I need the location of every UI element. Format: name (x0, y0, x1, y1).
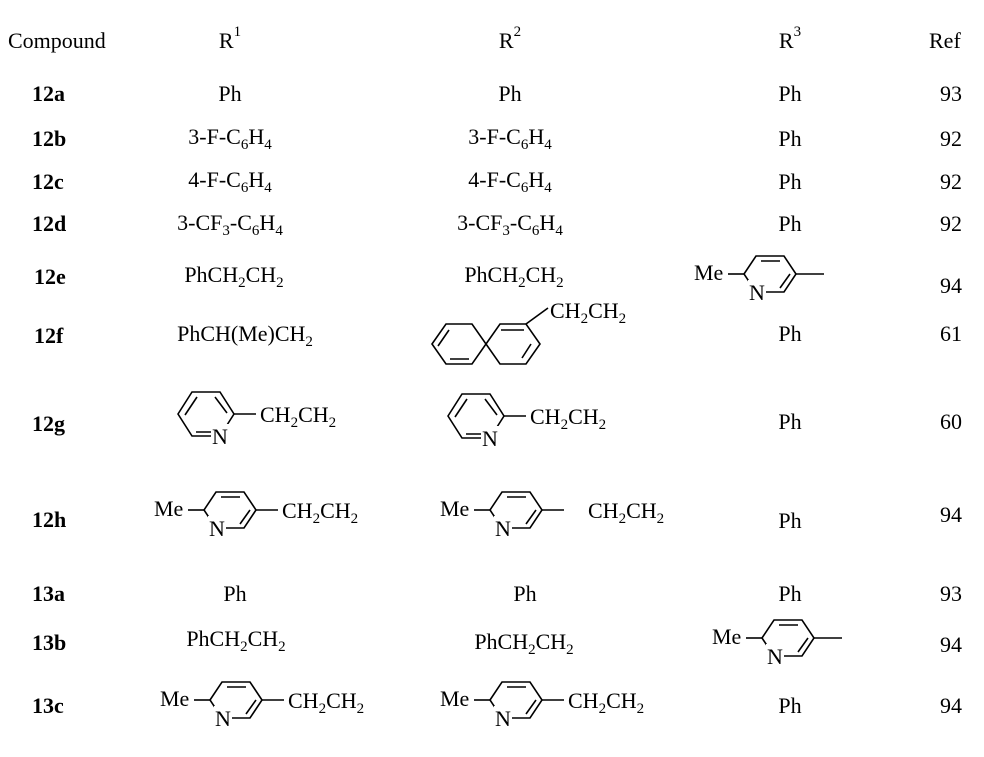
me-label: Me (694, 260, 723, 285)
compound-12e: 12e (34, 264, 66, 289)
n-label: N (482, 426, 498, 451)
n-label: N (209, 516, 225, 541)
ref-13b: 94 (940, 632, 962, 657)
n-label: N (215, 706, 231, 731)
ref-12b: 92 (940, 126, 962, 151)
header-r2: R2 (498, 24, 522, 53)
r2-12h-ch2ch2-label: CH2CH2 (588, 498, 664, 527)
me-label: Me (440, 496, 469, 521)
r2-13c-ch2ch2-label: CH2CH2 (568, 688, 644, 717)
header-ref: Ref (929, 28, 961, 53)
r1-12f: PhCH(Me)CH2 (177, 321, 313, 350)
r3-12e-methylpyridinyl-structure: Me N (694, 255, 824, 305)
r1-12d: 3-CF3-C6H4 (177, 210, 283, 239)
me-label: Me (712, 624, 741, 649)
r1-12c: 4-F-C6H4 (188, 167, 272, 196)
r3-12h: Ph (778, 508, 802, 533)
me-label: Me (154, 496, 183, 521)
n-label: N (212, 424, 228, 449)
r2-12a: Ph (498, 81, 522, 106)
header-r1: R1 (218, 24, 242, 53)
r2-12d: 3-CF3-C6H4 (457, 210, 563, 239)
compound-12c: 12c (32, 169, 64, 194)
r3-13c: Ph (778, 693, 802, 718)
r2-12f-naphthylethyl-structure: CH2CH2 (431, 298, 626, 365)
r3-13a: Ph (778, 581, 802, 606)
header-compound: Compound (8, 28, 106, 53)
ref-12d: 92 (940, 211, 962, 236)
compound-13a: 13a (32, 581, 65, 606)
compound-12f: 12f (34, 323, 64, 348)
r1-12g-ch2ch2-label: CH2CH2 (260, 402, 336, 431)
r1-12a: Ph (218, 81, 242, 106)
r3-13b-methylpyridinyl-structure: Me N (712, 619, 842, 669)
r3-12c: Ph (778, 169, 802, 194)
r1-12b: 3-F-C6H4 (188, 124, 272, 153)
r1-13a: Ph (223, 581, 247, 606)
r2-13c-methylpyridinylethyl-structure: Me N CH2CH2 (440, 681, 644, 731)
ref-13c: 94 (940, 693, 962, 718)
r2-12h-methylpyridinylethyl-structure: Me N CH2CH2 (440, 491, 664, 541)
r1-12h-ch2ch2-label: CH2CH2 (282, 498, 358, 527)
n-label: N (495, 706, 511, 731)
compound-12d: 12d (32, 211, 67, 236)
ref-12e: 94 (940, 273, 962, 298)
ref-12h: 94 (940, 502, 962, 527)
compound-12g: 12g (32, 411, 65, 436)
r3-12g: Ph (778, 409, 802, 434)
r3-12a: Ph (778, 81, 802, 106)
r2-12e: PhCH2CH2 (464, 262, 564, 291)
r2-12f-ch2ch2-label: CH2CH2 (550, 298, 626, 327)
ref-13a: 93 (940, 581, 962, 606)
ref-12a: 93 (940, 81, 962, 106)
r2-12g-ch2ch2-label: CH2CH2 (530, 404, 606, 433)
r2-12g-pyridinylethyl-structure: N CH2CH2 (447, 393, 606, 451)
r3-12d: Ph (778, 211, 802, 236)
r1-12g-pyridinylethyl-structure: N CH2CH2 (177, 391, 336, 449)
header-r3: R3 (778, 24, 802, 53)
compound-13c: 13c (32, 693, 64, 718)
n-label: N (495, 516, 511, 541)
r1-13c-ch2ch2-label: CH2CH2 (288, 688, 364, 717)
compound-12b: 12b (32, 126, 67, 151)
r2-12b: 3-F-C6H4 (468, 124, 552, 153)
r2-13b: PhCH2CH2 (474, 629, 574, 658)
r2-12c: 4-F-C6H4 (468, 167, 552, 196)
me-label: Me (160, 686, 189, 711)
n-label: N (767, 644, 783, 669)
ref-12f: 61 (940, 321, 962, 346)
compound-12h: 12h (32, 507, 67, 532)
me-label: Me (440, 686, 469, 711)
r1-12h-methylpyridinylethyl-structure: Me N CH2CH2 (154, 491, 358, 541)
r1-12e: PhCH2CH2 (184, 262, 284, 291)
compound-12a: 12a (32, 81, 65, 106)
r2-13a: Ph (513, 581, 537, 606)
ref-12c: 92 (940, 169, 962, 194)
r1-13b: PhCH2CH2 (186, 626, 286, 655)
r1-13c-methylpyridinylethyl-structure: Me N CH2CH2 (160, 681, 364, 731)
ref-12g: 60 (940, 409, 962, 434)
r3-12f: Ph (778, 321, 802, 346)
r3-12b: Ph (778, 126, 802, 151)
compound-13b: 13b (32, 630, 67, 655)
n-label: N (749, 280, 765, 305)
